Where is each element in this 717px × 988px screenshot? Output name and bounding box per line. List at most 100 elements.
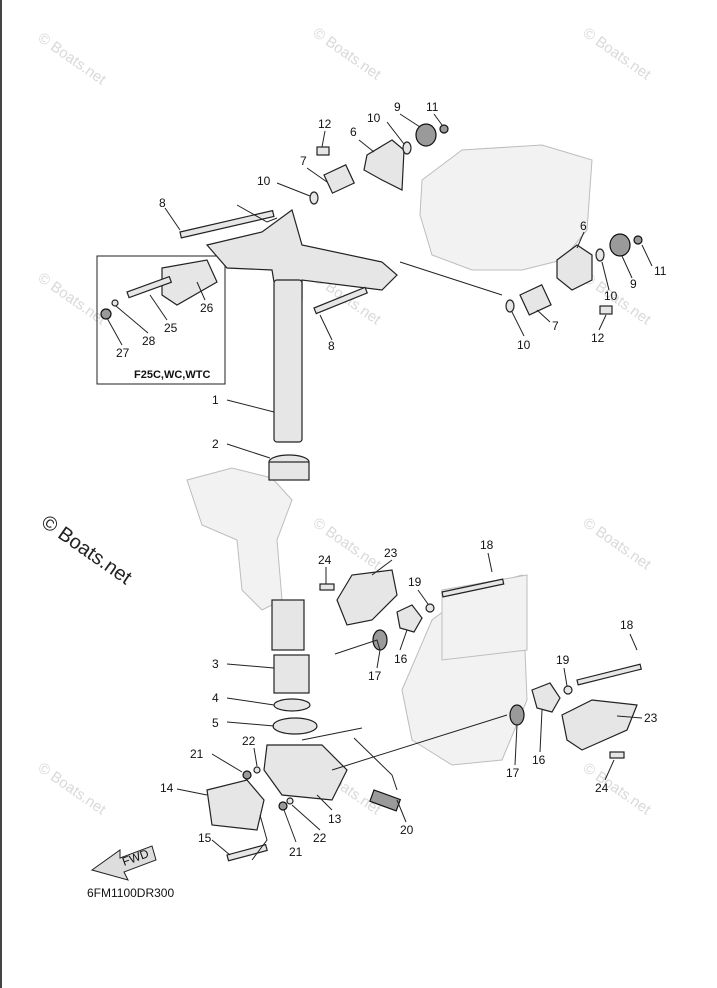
- callout-21: 21: [289, 845, 303, 859]
- callout-8: 8: [328, 339, 335, 353]
- part-22-washer-right: [286, 797, 294, 805]
- callout-7: 7: [552, 319, 559, 333]
- leader-10d: [511, 311, 525, 337]
- callout-10: 10: [257, 174, 271, 188]
- leader-8a: [164, 207, 181, 231]
- callout-1: 1: [212, 393, 219, 407]
- part-12-bolt-right: [599, 305, 613, 315]
- assembly-line: [236, 204, 278, 223]
- leader-25: [149, 294, 168, 321]
- callout-7: 7: [300, 154, 307, 168]
- assembly-line: [334, 639, 381, 655]
- callout-11: 11: [426, 100, 439, 114]
- part-28-washer: [111, 299, 119, 307]
- part-3-bushing: [273, 654, 310, 694]
- leader-26: [196, 281, 206, 301]
- callout-11: 11: [654, 264, 667, 278]
- callout-10: 10: [604, 289, 618, 303]
- leader-13: [316, 794, 333, 811]
- lower-mounts: [319, 569, 643, 759]
- part-6-mount-upper-right: [556, 244, 593, 291]
- engine-block-ghost: [419, 144, 593, 271]
- part-15-bolt: [226, 843, 268, 862]
- watermark-text: © Boats.net: [35, 269, 110, 328]
- part-27-nut: [100, 308, 112, 320]
- leader-24b: [604, 759, 615, 781]
- watermark-text: © Boats.net: [580, 759, 655, 818]
- part-19-washer-right: [563, 685, 573, 695]
- part-10-washer-b: [309, 191, 319, 205]
- callout-19: 19: [556, 653, 570, 667]
- part-23-cover-left: [336, 569, 398, 626]
- part-21-nut-left: [242, 770, 252, 780]
- part-7-collar-left: [323, 164, 356, 194]
- part-12-bolt-left: [316, 146, 330, 156]
- part-11-nut-left: [439, 124, 449, 134]
- callout-15: 15: [198, 831, 212, 845]
- part-17-plate-left: [372, 629, 388, 651]
- leader-21a: [211, 753, 243, 773]
- callout-9: 9: [630, 277, 637, 291]
- part-24-bolt-right: [609, 751, 625, 759]
- leader-19b: [563, 667, 568, 687]
- leader-6b: [576, 231, 585, 249]
- leader-28: [115, 305, 149, 334]
- leader-18b: [629, 633, 638, 651]
- fwd-arrow: FWD: [90, 845, 157, 881]
- assembly-lines: [236, 204, 508, 861]
- callout-3: 3: [212, 657, 219, 671]
- assembly-line: [353, 737, 398, 791]
- leader-12b: [598, 314, 607, 331]
- part-24-bolt-left: [319, 583, 335, 591]
- watermark-text: © Boats.net: [310, 24, 385, 83]
- callout-9: 9: [394, 100, 401, 114]
- ghost-components: [186, 144, 593, 766]
- variant-box: F25C,WC,WTC: [96, 255, 226, 385]
- callout-numbers: 1 2 3 4 5 6 6 7 7 8 8 9 9 10 10 10 10 11…: [116, 100, 667, 859]
- upper-mounts: [179, 123, 643, 316]
- variant-box-frame: [96, 255, 226, 385]
- leader-23b: [616, 715, 643, 719]
- callout-24: 24: [595, 781, 609, 795]
- watermark-main: © Boats.net: [37, 511, 136, 589]
- part-6-mount-upper-left: [363, 139, 405, 191]
- assembly-line: [301, 727, 363, 741]
- leader-7a: [306, 167, 328, 183]
- callout-13: 13: [328, 812, 342, 826]
- part-1-steering-shaft: [273, 279, 303, 443]
- leader-17a: [376, 649, 381, 669]
- leader-17b: [514, 724, 518, 766]
- callout-23: 23: [644, 711, 658, 725]
- fwd-arrow-icon: [90, 845, 157, 881]
- part-9-plate-left: [415, 123, 437, 147]
- callout-26: 26: [200, 301, 214, 315]
- leader-18a: [487, 552, 493, 573]
- leader-9b: [621, 255, 633, 279]
- callout-22: 22: [313, 831, 327, 845]
- callout-10: 10: [367, 111, 381, 125]
- callout-10: 10: [517, 338, 531, 352]
- callout-19: 19: [408, 575, 422, 589]
- callout-17: 17: [368, 669, 382, 683]
- part-2-bushing: [268, 461, 310, 481]
- callout-14: 14: [160, 781, 174, 795]
- part-8-bolt-lower: [313, 286, 369, 315]
- leader-6a: [358, 139, 375, 153]
- leader-10a: [386, 121, 405, 145]
- assembly-line: [399, 261, 503, 296]
- watermark-text: © Boats.net: [580, 514, 655, 573]
- leader-3: [226, 663, 275, 669]
- leader-11a: [433, 113, 443, 126]
- callout-17: 17: [506, 766, 520, 780]
- leader-21b: [283, 809, 297, 843]
- part-10-washer-a: [402, 141, 412, 155]
- leader-22a: [253, 747, 258, 767]
- part-7-collar-right: [519, 284, 552, 316]
- steering-assembly: [205, 209, 402, 862]
- part-16-mount-left: [396, 604, 423, 633]
- leader-23a: [371, 559, 393, 576]
- callout-8: 8: [159, 196, 166, 210]
- callout-12: 12: [591, 331, 605, 345]
- leader-5: [226, 721, 275, 727]
- variant-box-label: F25C,WC,WTC: [134, 369, 210, 381]
